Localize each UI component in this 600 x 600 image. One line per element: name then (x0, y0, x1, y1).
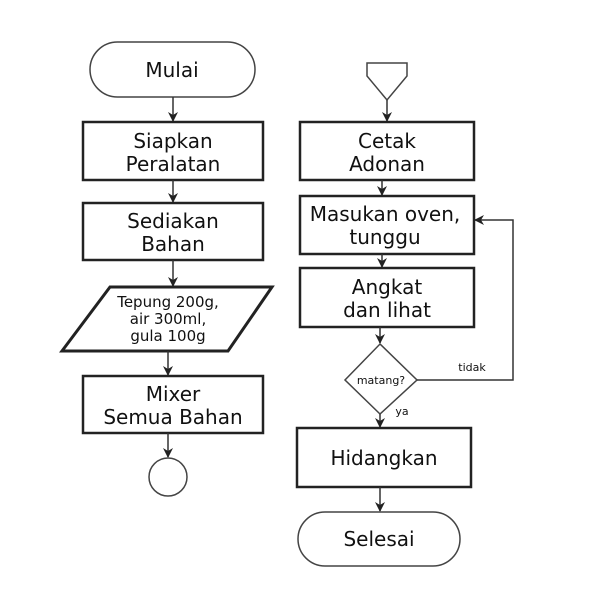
svg-text:Tepung 200g,: Tepung 200g, (116, 293, 219, 311)
process-hidangkan: Hidangkan (295, 426, 473, 489)
svg-text:tunggu: tunggu (349, 225, 420, 249)
process-siapkan-peralatan: Siapkan Peralatan (81, 120, 265, 182)
loop-arrow (417, 215, 514, 381)
svg-text:dan lihat: dan lihat (343, 298, 431, 322)
svg-text:Mulai: Mulai (145, 58, 198, 82)
offpage-connector (366, 62, 408, 102)
svg-text:Hidangkan: Hidangkan (330, 446, 437, 470)
svg-text:Peralatan: Peralatan (126, 152, 221, 176)
svg-text:air 300ml,: air 300ml, (130, 310, 206, 328)
svg-text:gula 100g: gula 100g (130, 327, 205, 345)
svg-text:matang?: matang? (357, 374, 405, 387)
connector-circle (148, 457, 188, 497)
decision-matang: matang? (343, 342, 419, 416)
svg-text:Bahan: Bahan (141, 232, 205, 256)
process-masukan-oven: Masukan oven, tunggu (298, 194, 476, 256)
svg-text:Mixer: Mixer (146, 382, 201, 406)
svg-text:Sediakan: Sediakan (127, 209, 219, 233)
svg-text:Semua Bahan: Semua Bahan (103, 405, 242, 429)
process-cetak-adonan: Cetak Adonan (298, 120, 476, 182)
process-mixer: Mixer Semua Bahan (81, 374, 265, 435)
svg-text:Masukan oven,: Masukan oven, (310, 202, 461, 226)
svg-text:Siapkan: Siapkan (133, 129, 212, 153)
label-ya: ya (395, 405, 408, 418)
svg-text:Selesai: Selesai (343, 527, 414, 551)
input-bahan: Tepung 200g, air 300ml, gula 100g (59, 285, 275, 353)
svg-text:Cetak: Cetak (358, 129, 416, 153)
label-tidak: tidak (458, 361, 486, 374)
process-angkat: Angkat dan lihat (298, 266, 476, 329)
start-terminator: Mulai (89, 41, 256, 98)
end-terminator: Selesai (297, 511, 461, 567)
process-sediakan-bahan: Sediakan Bahan (81, 201, 265, 262)
svg-text:Adonan: Adonan (349, 152, 425, 176)
svg-text:Angkat: Angkat (352, 275, 423, 299)
